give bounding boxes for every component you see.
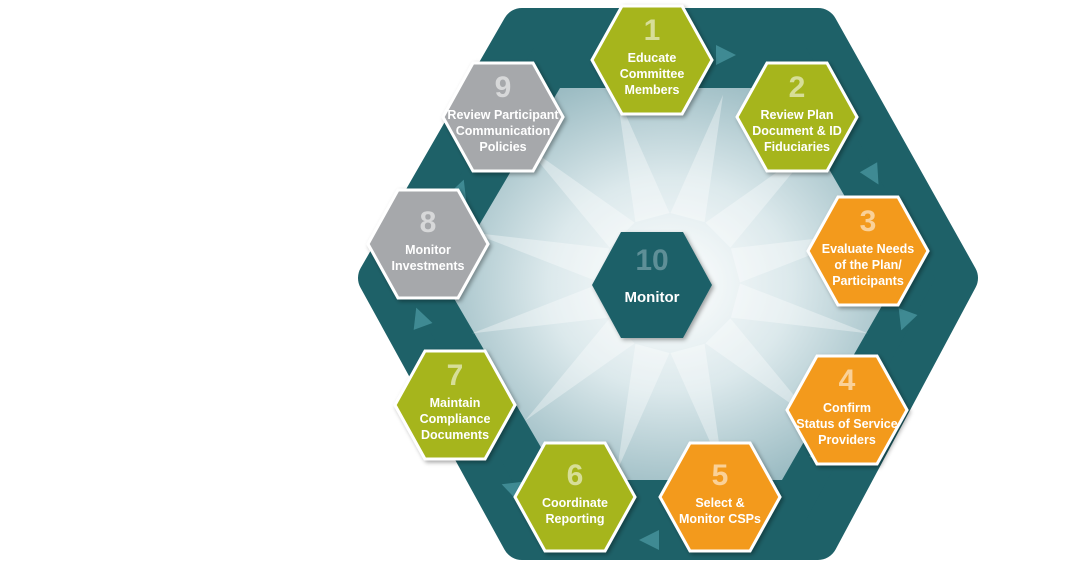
- step-8-hexagon: [366, 188, 490, 300]
- starburst-ray: [730, 283, 869, 334]
- step-4-label-line: Confirm: [823, 401, 871, 415]
- step-4-hexagon: [785, 354, 909, 466]
- step-9-hexagon: [441, 61, 565, 173]
- step-3-label-line: Evaluate Needs: [822, 242, 914, 256]
- starburst-ray: [670, 343, 724, 472]
- step-3-label-line: of the Plan/: [834, 258, 902, 272]
- step-2-label-line: Review Plan: [761, 108, 834, 122]
- step-8-label-line: Monitor: [405, 243, 451, 257]
- starburst-ray: [616, 94, 670, 223]
- starburst-ray: [616, 343, 670, 472]
- starburst-ray: [471, 232, 610, 283]
- step-5-number: 5: [712, 459, 729, 492]
- step-2-label-line: Fiduciaries: [764, 140, 830, 154]
- cycle-arrow-icon: [859, 162, 879, 185]
- step-6-label-line: Reporting: [545, 512, 604, 526]
- step-1-number: 1: [644, 14, 661, 47]
- step-1-label-line: Educate: [628, 51, 677, 65]
- step-8-label-line: Investments: [392, 259, 465, 273]
- starburst-ray: [525, 318, 635, 421]
- step-3-hexagon: [806, 195, 930, 307]
- cycle-arrow-icon: [898, 308, 918, 331]
- cycle-arrow-icon: [639, 530, 659, 550]
- cycle-arrow-icon: [413, 307, 433, 330]
- step-9-label-line: Communication: [456, 124, 550, 138]
- step-5-label-line: Monitor CSPs: [679, 512, 761, 526]
- step-7-label-line: Documents: [421, 428, 489, 442]
- step-7-number: 7: [447, 359, 464, 392]
- step-9-label-line: Policies: [479, 140, 526, 154]
- step-7-label-line: Compliance: [420, 412, 491, 426]
- step-9-number: 9: [495, 71, 512, 104]
- center-step-number: 10: [635, 244, 668, 277]
- step-4-label-line: Status of Service: [796, 417, 897, 431]
- center-hexagon: [592, 232, 712, 338]
- step-4-label-line: Providers: [818, 433, 876, 447]
- starburst-ray: [471, 283, 610, 334]
- step-1-hexagon: [590, 4, 714, 116]
- step-6-number: 6: [567, 459, 584, 492]
- cycle-arrow-icon: [716, 45, 736, 65]
- step-4-number: 4: [839, 364, 856, 397]
- step-5-label-line: Select &: [695, 496, 744, 510]
- step-8-number: 8: [420, 206, 437, 239]
- center-step-label: Monitor: [625, 289, 680, 306]
- starburst-ray: [525, 145, 635, 248]
- step-1-label-line: Members: [625, 83, 680, 97]
- starburst-ray: [705, 318, 815, 421]
- step-2-number: 2: [789, 71, 806, 104]
- step-7-label-line: Maintain: [430, 396, 481, 410]
- starburst-rays: [471, 94, 869, 472]
- step-2-label-line: Document & ID: [752, 124, 842, 138]
- center-step: 10 Monitor: [592, 232, 712, 338]
- step-7-hexagon: [393, 349, 517, 461]
- step-5-hexagon: [658, 441, 782, 553]
- step-6-label-line: Coordinate: [542, 496, 608, 510]
- step-1-label-line: Committee: [620, 67, 685, 81]
- starburst-ray: [670, 94, 724, 223]
- step-3-label-line: Participants: [832, 274, 904, 288]
- step-9-label-line: Review Participant: [447, 108, 559, 122]
- step-3-number: 3: [860, 205, 877, 238]
- step-2-hexagon: [735, 61, 859, 173]
- step-6-hexagon: [513, 441, 637, 553]
